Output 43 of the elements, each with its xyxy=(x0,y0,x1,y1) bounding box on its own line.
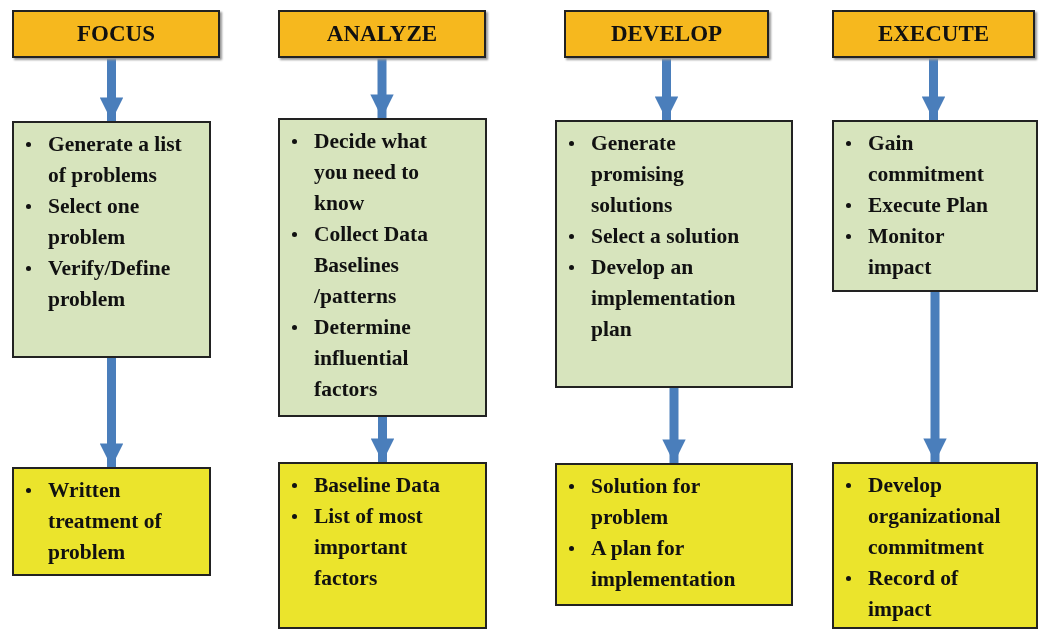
bullet-text: Written treatment of problem xyxy=(22,475,183,568)
output-box xyxy=(555,463,793,606)
bullet-text: Record of impact xyxy=(842,563,1010,625)
bullet-text: Select one problem xyxy=(22,191,183,253)
output-box xyxy=(12,467,211,576)
phase-header-box xyxy=(564,10,769,58)
bullet-text: Decide what you need to know xyxy=(288,126,459,219)
arrow xyxy=(654,58,679,120)
bullet-text: Baseline Data xyxy=(288,470,459,501)
step-box xyxy=(12,121,211,358)
bullet-text: Collect Data Baselines /patterns xyxy=(288,219,459,312)
bullet-text: Monitor impact xyxy=(842,221,1010,283)
step-box xyxy=(832,120,1038,292)
phase-header-box xyxy=(278,10,486,58)
arrow xyxy=(99,58,124,121)
output-box xyxy=(832,462,1038,629)
arrow xyxy=(923,292,947,462)
phase-header-box xyxy=(12,10,220,58)
bullet-text: Solution for problem xyxy=(565,471,765,533)
arrow xyxy=(99,358,124,467)
bullet-text: Execute Plan xyxy=(842,190,1010,221)
step-box xyxy=(278,118,487,417)
step-box xyxy=(555,120,793,388)
phase-title: ANALYZE xyxy=(326,21,438,47)
bullet-text: Develop an implementation plan xyxy=(565,252,765,345)
bullet-text: List of most important factors xyxy=(288,501,459,594)
bullet-text: Select a solution xyxy=(565,221,765,252)
bullet-text: Generate promising solutions xyxy=(565,128,765,221)
bullet-text: Gain commitment xyxy=(842,128,1010,190)
bullet-text: Develop organizational commitment xyxy=(842,470,1010,563)
bullet-text: Determine influential factors xyxy=(288,312,459,405)
arrow xyxy=(370,58,394,118)
output-box xyxy=(278,462,487,629)
phase-header-box xyxy=(832,10,1035,58)
phase-title: EXECUTE xyxy=(877,21,990,47)
bullet-text: Generate a list of problems xyxy=(22,129,183,191)
phase-title: FOCUS xyxy=(77,21,155,47)
arrow xyxy=(370,417,395,462)
arrow xyxy=(921,58,946,120)
arrow xyxy=(662,388,686,463)
bullet-text: Verify/Define problem xyxy=(22,253,183,315)
phase-title: DEVELOP xyxy=(610,21,723,47)
bullet-text: A plan for implementation xyxy=(565,533,765,595)
